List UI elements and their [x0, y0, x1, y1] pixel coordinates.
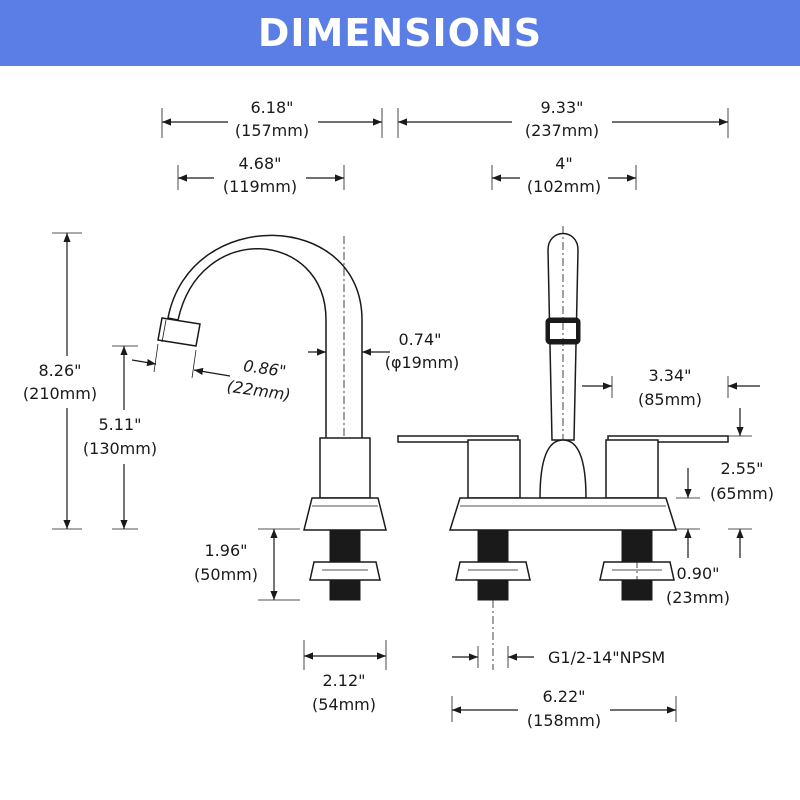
spout-reach-overall-mm: (157mm): [235, 121, 309, 140]
dimension-labels: 6.18" (157mm) 4.68" (119mm) 9.33" (237mm…: [23, 98, 774, 730]
spout-diameter-mm: (φ19mm): [385, 353, 460, 372]
overall-width-mm: (237mm): [525, 121, 599, 140]
base-depth-mm: (54mm): [312, 695, 376, 714]
base-height-mm: (23mm): [666, 588, 730, 607]
front-view-faucet: [397, 226, 729, 670]
handle-height-mm: (65mm): [710, 484, 774, 503]
header-banner: DIMENSIONS: [0, 0, 800, 66]
dimension-lines: [52, 108, 760, 722]
spout-reach-overall-in: 6.18": [251, 98, 294, 117]
overall-width-in: 9.33": [541, 98, 584, 117]
shank-length-in: 1.96": [205, 541, 248, 560]
page-title: DIMENSIONS: [257, 11, 543, 55]
handle-length-mm: (85mm): [638, 390, 702, 409]
spout-diameter-in: 0.74": [399, 330, 442, 349]
base-depth-in: 2.12": [323, 671, 366, 690]
thread-spec: G1/2-14"NPSM: [548, 648, 665, 667]
spout-reach-in: 4.68": [239, 154, 282, 173]
base-width-in: 6.22": [543, 687, 586, 706]
center-spread-in: 4": [555, 154, 573, 173]
aerator-diameter-mm: (22mm): [226, 377, 292, 405]
spout-reach-mm: (119mm): [223, 177, 297, 196]
side-view-faucet: [157, 234, 387, 601]
base-width-mm: (158mm): [527, 711, 601, 730]
overall-height-in: 8.26": [39, 361, 82, 380]
spout-height-mm: (130mm): [83, 439, 157, 458]
aerator-diameter-in: 0.86": [242, 356, 287, 381]
overall-height-mm: (210mm): [23, 384, 97, 403]
handle-length-in: 3.34": [649, 366, 692, 385]
shank-length-mm: (50mm): [194, 565, 258, 584]
base-height-in: 0.90": [677, 564, 720, 583]
center-spread-mm: (102mm): [527, 177, 601, 196]
spout-height-in: 5.11": [99, 415, 142, 434]
handle-height-in: 2.55": [721, 459, 764, 478]
